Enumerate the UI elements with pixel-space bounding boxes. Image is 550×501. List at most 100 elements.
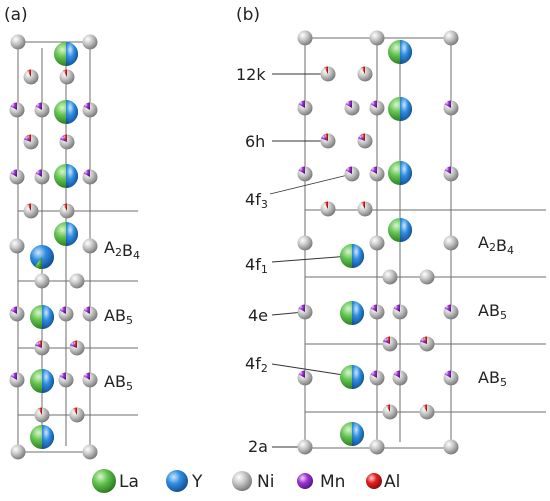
ni-mixed-atom [9,102,25,118]
la-y-atom-a-2 [54,100,78,124]
la-y-atom-a-7 [30,425,54,449]
ni-mixed-atom [9,306,25,322]
legend-label-al: Al [384,472,400,492]
la-y-atom-b-8 [340,422,364,446]
block-label-a-1: A2B4 [104,238,140,262]
site-label-4f2: 4f2 [245,354,268,375]
panel-label-a: (a) [4,5,28,25]
legend-label-ni: Ni [257,472,274,492]
ni-atom [369,30,385,46]
site-label-4f1: 4f1 [245,255,268,276]
ni-mixed-atom [357,133,373,149]
ni-mixed-atom [344,166,360,182]
ni-mixed-atom [382,404,398,420]
ni-mixed-atom [297,100,313,116]
legend-label-y: Y [191,472,203,492]
ni-atom [443,235,459,251]
ni-mixed-atom [59,203,75,219]
legend-swatch-y [166,470,188,492]
leader-4f1 [271,255,351,263]
site-label-6h: 6h [245,132,265,151]
ni-mixed-atom [82,169,98,185]
la-y-atom-b-3 [388,161,412,185]
la-y-atom-b-5 [340,244,364,268]
ni-atom [297,235,313,251]
ni-mixed-atom [82,306,98,322]
ni-mixed-atom [320,133,336,149]
ni-mixed-atom [419,404,435,420]
leader-4f3 [269,173,353,195]
legend-swatch-ni [232,471,252,491]
ni-atom [9,238,25,254]
ni-mixed-atom [9,169,25,185]
ni-mixed-atom [69,340,85,356]
block-label-b-3: AB5 [478,368,507,389]
legend-label-mn: Mn [320,472,345,492]
ni-mixed-atom [297,166,313,182]
block-label-b-1: A2B4 [478,233,514,257]
ni-atom [443,439,459,455]
ni-mixed-atom [392,304,408,320]
ni-atom [10,444,26,460]
ni-mixed-atom [357,66,373,82]
atoms [9,30,459,460]
ni-mixed-atom [443,304,459,320]
site-labels: 12k 6h 4f3 4f1 4e 4f2 2a [236,65,268,456]
unit-cell-a [17,41,91,453]
ni-mixed-atom [34,340,50,356]
ni-mixed-atom [382,269,398,285]
ni-mixed-atom [443,370,459,386]
ni-mixed-atom [443,100,459,116]
site-leaders [269,73,353,448]
panel-label-b: (b) [236,5,260,25]
site-label-12k: 12k [236,65,266,84]
ni-mixed-atom [357,201,373,217]
ni-mixed-atom [34,407,50,423]
ni-mixed-atom [443,166,459,182]
ni-mixed-atom [82,102,98,118]
ni-atom [443,30,459,46]
site-label-4f3: 4f3 [245,190,268,211]
ni-mixed-atom [23,134,39,150]
ni-mixed-atom [320,201,336,217]
ni-mixed-atom [34,273,50,289]
ni-mixed-atom [58,372,74,388]
la-y-atom-a-6 [30,369,54,393]
ni-atom [82,238,98,254]
leader-4f2 [271,363,351,377]
ni-mixed-atom [320,66,336,82]
la-y-atom-a-1 [54,42,78,66]
ni-atom [369,235,385,251]
legend: La Y Ni Mn Al [92,469,400,493]
block-label-a-3: AB5 [104,372,133,393]
la-y-atom-b-1 [388,40,412,64]
ni-mixed-atom [69,407,85,423]
ni-mixed-atom [34,102,50,118]
la-y-atom-b-6 [340,301,364,325]
ni-mixed-atom [344,100,360,116]
ni-mixed-atom [369,304,385,320]
block-labels: A2B4 AB5 AB5 A2B4 AB5 AB5 [104,233,514,393]
ni-mixed-atom [59,134,75,150]
ni-mixed-atom [369,166,385,182]
y-atom-a-1 [30,245,54,269]
legend-label-la: La [119,472,139,492]
ni-mixed-atom [382,336,398,352]
ni-mixed-atom [419,336,435,352]
ni-atom-a-corner [10,34,26,50]
ni-mixed-atom [419,269,435,285]
block-label-a-2: AB5 [104,306,133,327]
legend-swatch-mn [297,473,313,489]
ni-mixed-atom [392,370,408,386]
ni-mixed-atom [297,370,313,386]
site-label-2a: 2a [248,437,268,456]
ni-mixed-atom [34,169,50,185]
site-label-4e: 4e [248,306,268,325]
ni-mixed-atom [297,304,313,320]
ni-mixed-atom [23,203,39,219]
la-y-atom-b-2 [388,97,412,121]
ni-mixed-atom [9,372,25,388]
ni-atom [369,439,385,455]
ni-mixed-atom [23,69,39,85]
